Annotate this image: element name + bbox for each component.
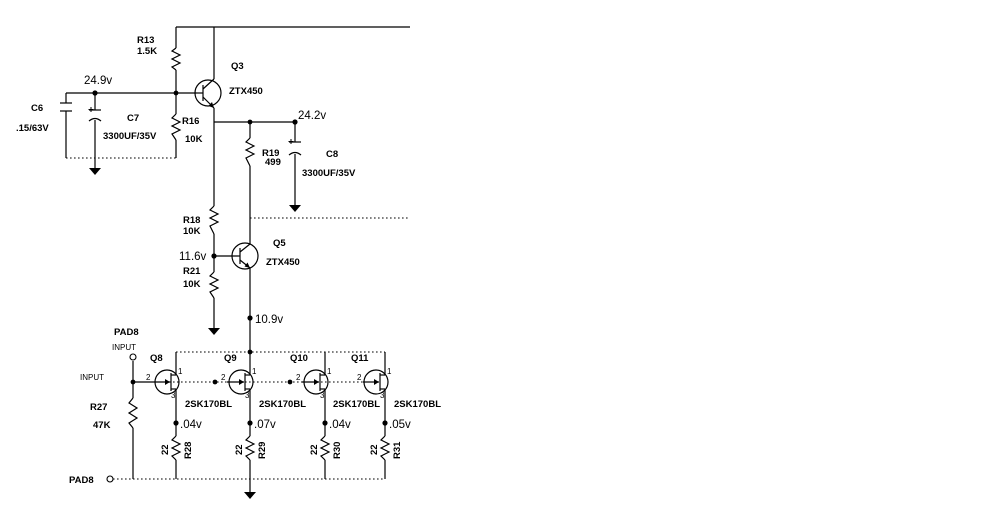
r13-value: 1.5K [137, 46, 157, 57]
q11-source-pin: 3 [380, 391, 385, 400]
voltage-q5-base: 11.6v [179, 251, 207, 263]
resistor-r27 [127, 397, 139, 429]
voltage-q8-source: .04v [180, 419, 202, 431]
junctions [92, 90, 388, 426]
capacitor-c6 [60, 102, 72, 112]
pad-terminals [106, 353, 137, 483]
c7-ref: C7 [127, 113, 139, 124]
q11-gate-pin: 2 [357, 373, 362, 382]
q11-ref: Q11 [351, 353, 369, 364]
q3-ref: Q3 [231, 61, 244, 72]
resistor-r16 [170, 113, 182, 141]
q10-drain-pin: 1 [327, 367, 332, 376]
q9-ref: Q9 [224, 353, 237, 364]
input-label: INPUT [80, 373, 104, 382]
transistor-q3 [194, 78, 222, 109]
r19-ref: R19 [262, 148, 279, 159]
r27-value: 47K [93, 420, 111, 431]
q9-part: 2SK170BL [259, 399, 306, 410]
transistor-q5 [231, 242, 259, 270]
q3-part: ZTX450 [229, 86, 263, 97]
r31-ref: R31 [392, 441, 403, 459]
ground-symbols [89, 168, 301, 499]
c6-ref: C6 [31, 103, 43, 114]
r29-value: 22 [234, 444, 245, 455]
voltage-q5-emitter: 10.9v [255, 314, 283, 326]
q11-part: 2SK170BL [394, 399, 441, 410]
q9-source-pin: 3 [245, 391, 250, 400]
q10-gate-pin: 2 [296, 373, 301, 382]
pad-bottom-label: PAD8 [69, 475, 94, 486]
q8-gate-pin: 2 [146, 373, 151, 382]
q8-source-pin: 3 [171, 391, 176, 400]
resistor-r30 [319, 435, 331, 461]
resistor-r29 [244, 435, 256, 461]
r27-ref: R27 [90, 402, 107, 413]
c7-value: 3300UF/35V [103, 131, 157, 142]
r16-ref: R16 [182, 116, 199, 127]
r31-value: 22 [369, 444, 380, 455]
r21-value: 10K [183, 279, 201, 290]
voltage-q10-source: .04v [329, 419, 351, 431]
jfet-q10 [302, 366, 329, 398]
capacitor-c7 [88, 107, 102, 122]
q8-ref: Q8 [150, 353, 163, 364]
r16-value: 10K [185, 134, 203, 145]
q9-gate-pin: 2 [221, 373, 226, 382]
q10-part: 2SK170BL [333, 399, 380, 410]
r18-ref: R18 [183, 215, 200, 226]
resistor-r28 [170, 435, 182, 461]
q9-drain-pin: 1 [252, 367, 257, 376]
voltage-c7-node: 24.9v [84, 75, 112, 87]
jfet-q8 [153, 366, 180, 398]
capacitor-c8 [288, 139, 302, 156]
resistor-r21 [208, 271, 220, 299]
resistor-r31 [379, 435, 391, 461]
q5-ref: Q5 [273, 238, 286, 249]
pad-top-label: PAD8 [114, 327, 139, 338]
r29-ref: R29 [257, 442, 268, 459]
resistor-r13 [170, 47, 182, 71]
q8-part: 2SK170BL [185, 399, 232, 410]
q10-source-pin: 3 [320, 391, 325, 400]
r19-value: 499 [265, 157, 281, 168]
r21-ref: R21 [183, 266, 201, 277]
resistor-r18 [208, 205, 220, 235]
jfet-q9 [227, 366, 254, 398]
r30-ref: R30 [332, 442, 343, 459]
r28-ref: R28 [183, 442, 194, 459]
c6-value: .15/63V [16, 123, 49, 134]
r13-ref: R13 [137, 35, 154, 46]
r18-value: 10K [183, 226, 201, 237]
c8-ref: C8 [326, 149, 338, 160]
q11-drain-pin: 1 [387, 367, 392, 376]
voltage-c8-node: 24.2v [298, 110, 326, 122]
r30-value: 22 [309, 444, 320, 455]
voltage-q11-source: .05v [389, 419, 411, 431]
voltage-q9-source: .07v [254, 419, 276, 431]
r28-value: 22 [160, 444, 171, 455]
c8-value: 3300UF/35V [302, 168, 356, 179]
q10-ref: Q10 [290, 353, 308, 364]
resistor-r19 [244, 137, 256, 167]
wires [65, 26, 410, 492]
pad-top-sublabel: INPUT [112, 343, 136, 352]
q8-drain-pin: 1 [178, 367, 183, 376]
q5-part: ZTX450 [266, 257, 300, 268]
jfet-q11 [363, 366, 389, 398]
